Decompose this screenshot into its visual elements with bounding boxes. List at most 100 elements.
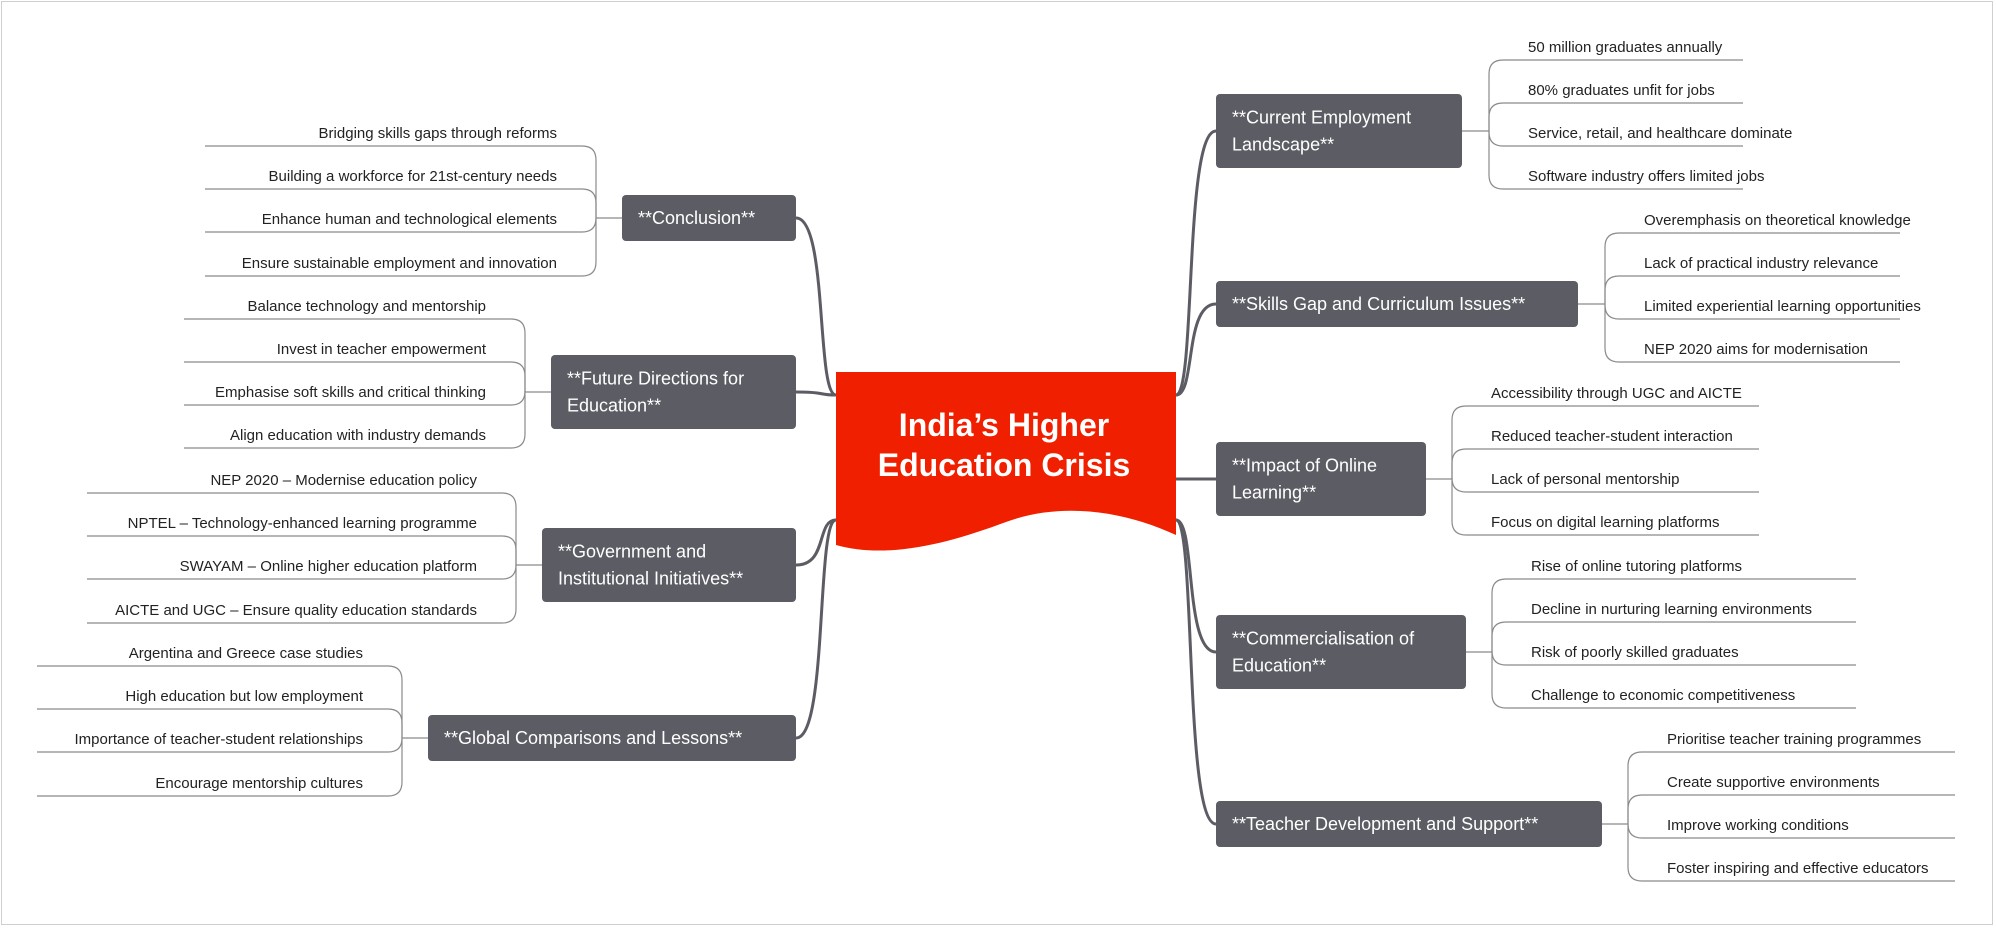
leaf-connector <box>1451 477 1759 493</box>
branch-teacher[interactable]: **Teacher Development and Support** Prior… <box>1216 731 1955 882</box>
trunk-connector <box>795 518 837 567</box>
leaf-item[interactable]: Rise of online tutoring platforms <box>1531 558 1742 575</box>
leaf-item[interactable]: Reduced teacher-student interaction <box>1491 428 1733 445</box>
leaf-connector <box>1488 102 1743 131</box>
branch-skills[interactable]: **Skills Gap and Curriculum Issues** Over… <box>1216 212 1921 363</box>
leaf-connector <box>205 218 597 277</box>
branch-box[interactable] <box>622 195 796 241</box>
leaf-connector <box>87 535 517 565</box>
branch-label: Education** <box>1232 656 1326 676</box>
leaf-item[interactable]: High education but low employment <box>125 688 363 705</box>
trunk-connector <box>795 390 837 397</box>
branch-box[interactable] <box>1216 281 1578 327</box>
trunk-connector <box>795 518 837 740</box>
leaf-item[interactable]: Improve working conditions <box>1667 817 1849 834</box>
leaf-item[interactable]: Accessibility through UGC and AICTE <box>1491 385 1742 402</box>
leaf-connector <box>1451 448 1759 479</box>
central-node[interactable]: India’s Higher Education Crisis <box>836 372 1176 551</box>
leaf-connector <box>1451 405 1759 479</box>
leaf-connector <box>1604 232 1900 304</box>
branch-box[interactable] <box>1216 615 1466 689</box>
branch-label: **Skills Gap and Curriculum Issues** <box>1232 294 1525 314</box>
branch-global[interactable]: **Global Comparisons and Lessons**Argent… <box>37 645 796 797</box>
leaf-item[interactable]: Risk of poorly skilled graduates <box>1531 644 1739 661</box>
leaf-item[interactable]: NEP 2020 – Modernise education policy <box>210 472 477 489</box>
branch-box[interactable] <box>1216 94 1462 168</box>
branch-label: Learning** <box>1232 483 1316 503</box>
trunk-connector <box>1174 129 1217 397</box>
branch-conclusion[interactable]: **Conclusion** Bridging skills gaps throu… <box>205 125 796 277</box>
leaf-connector <box>184 390 526 406</box>
branch-label: **Impact of Online <box>1232 456 1377 476</box>
leaf-item[interactable]: Lack of personal mentorship <box>1491 471 1679 488</box>
leaf-connector <box>1488 131 1743 190</box>
leaf-connector <box>1627 794 1955 824</box>
leaf-item[interactable]: Decline in nurturing learning environmen… <box>1531 601 1812 618</box>
branch-box[interactable] <box>1216 442 1426 516</box>
branch-label: Education** <box>567 396 661 416</box>
leaf-item[interactable]: Encourage mentorship cultures <box>155 775 363 792</box>
leaf-connector <box>1491 578 1856 652</box>
leaf-item[interactable]: AICTE and UGC – Ensure quality education… <box>115 602 477 619</box>
branch-label: Landscape** <box>1232 135 1334 155</box>
branch-label: **Teacher Development and Support** <box>1232 814 1538 834</box>
leaf-item[interactable]: Ensure sustainable employment and innova… <box>242 255 557 272</box>
trunk-connector <box>1175 518 1217 654</box>
leaf-item[interactable]: Enhance human and technological elements <box>262 211 557 228</box>
trunk-connector <box>795 216 837 397</box>
leaf-item[interactable]: Focus on digital learning platforms <box>1491 514 1719 531</box>
leaf-connector <box>37 738 403 797</box>
branch-box[interactable] <box>542 528 796 602</box>
leaf-connector <box>37 708 403 738</box>
leaf-item[interactable]: Foster inspiring and effective educators <box>1667 860 1929 877</box>
leaf-connector <box>87 565 517 624</box>
leaf-item[interactable]: Lack of practical industry relevance <box>1644 255 1878 272</box>
leaf-item[interactable]: Challenge to economic competitiveness <box>1531 687 1795 704</box>
leaf-item[interactable]: NEP 2020 aims for modernisation <box>1644 341 1868 358</box>
central-topic-shape[interactable] <box>836 372 1176 551</box>
branch-label: **Current Employment <box>1232 108 1411 128</box>
leaf-connector <box>37 665 403 738</box>
leaf-connector <box>205 145 597 218</box>
leaf-item[interactable]: Create supportive environments <box>1667 774 1880 791</box>
leaf-item[interactable]: Building a workforce for 21st-century ne… <box>269 168 557 185</box>
leaf-connector <box>1488 59 1743 131</box>
leaf-item[interactable]: Emphasise soft skills and critical think… <box>215 384 486 401</box>
branch-box[interactable] <box>428 715 796 761</box>
leaf-item[interactable]: Limited experiential learning opportunit… <box>1644 298 1921 315</box>
leaf-item[interactable]: Argentina and Greece case studies <box>129 645 363 662</box>
leaf-connector <box>1491 650 1856 666</box>
leaf-item[interactable]: SWAYAM – Online higher education platfor… <box>180 558 477 575</box>
leaf-item[interactable]: Prioritise teacher training programmes <box>1667 731 1921 748</box>
leaf-connector <box>87 492 517 565</box>
leaf-item[interactable]: Service, retail, and healthcare dominate <box>1528 125 1792 142</box>
trunk-connector <box>1174 518 1217 826</box>
leaf-item[interactable]: Invest in teacher empowerment <box>277 341 487 358</box>
leaf-connector <box>205 188 597 218</box>
branch-box[interactable] <box>551 355 796 429</box>
leaf-item[interactable]: Bridging skills gaps through reforms <box>319 125 557 142</box>
leaf-item[interactable]: Balance technology and mentorship <box>248 298 487 315</box>
leaf-connector <box>184 318 526 392</box>
leaf-connector <box>1451 479 1759 536</box>
leaf-item[interactable]: NPTEL – Technology-enhanced learning pro… <box>128 515 477 532</box>
leaf-item[interactable]: 50 million graduates annually <box>1528 39 1723 56</box>
branch-commercial[interactable]: **Commercialisation of Education** Rise of… <box>1216 558 1856 709</box>
leaf-item[interactable]: Overemphasis on theoretical knowledge <box>1644 212 1911 229</box>
leaf-item[interactable]: Software industry offers limited jobs <box>1528 168 1765 185</box>
branch-label: **Future Directions for <box>567 369 744 389</box>
leaf-item[interactable]: 80% graduates unfit for jobs <box>1528 82 1715 99</box>
leaf-connector <box>1627 751 1955 824</box>
leaf-item[interactable]: Align education with industry demands <box>230 427 486 444</box>
branch-label: **Commercialisation of <box>1232 629 1415 649</box>
leaf-connector <box>184 361 526 392</box>
branch-label: **Conclusion** <box>638 208 755 228</box>
branch-box[interactable] <box>1216 801 1602 847</box>
leaf-item[interactable]: Importance of teacher-student relationsh… <box>75 731 364 748</box>
